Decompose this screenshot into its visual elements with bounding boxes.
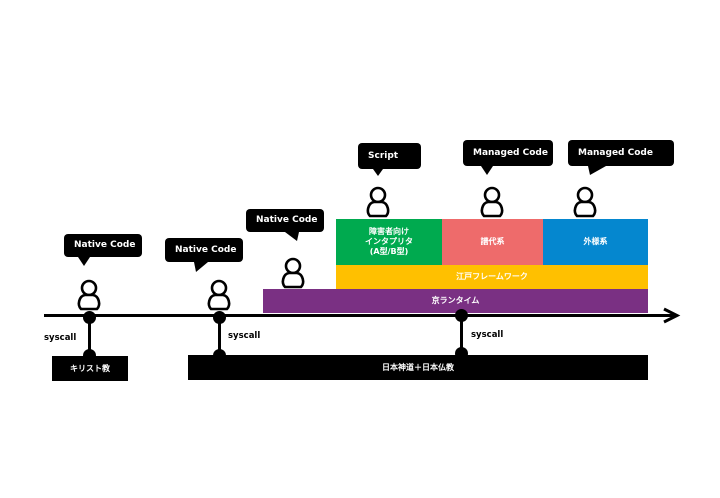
person-icon <box>207 279 231 311</box>
block-edo-framework: 江戸フレームワーク <box>336 265 648 289</box>
block-kyo-runtime-label: 京ランタイム <box>431 296 480 305</box>
block-interpreter: 障害者向け インタプリタ (A型/B型) <box>336 219 442 265</box>
bubble-tail <box>373 169 383 176</box>
timeline-arrow <box>44 307 681 324</box>
person-icon <box>480 186 504 218</box>
connector-dot <box>213 349 226 362</box>
block-fudai-label: 譜代系 <box>480 237 505 246</box>
bubble-tail <box>285 232 299 241</box>
syscall-label: syscall <box>44 333 77 343</box>
bubble-text: Managed Code <box>473 147 548 158</box>
block-tozama-label: 外様系 <box>583 237 608 246</box>
connector-dot <box>83 349 96 362</box>
syscall-label: syscall <box>471 330 504 340</box>
block-shinto-buddhism-label: 日本神道＋日本仏教 <box>382 362 454 372</box>
bubble-text: Native Code <box>175 244 237 255</box>
bubble-native-code-1: Native Code <box>64 234 142 257</box>
block-edo-framework-label: 江戸フレームワーク <box>456 272 528 281</box>
syscall-connector <box>88 316 91 356</box>
bubble-text: Managed Code <box>578 147 653 158</box>
person-icon <box>573 186 597 218</box>
bubble-managed-code-1: Managed Code <box>463 140 553 166</box>
block-tozama: 外様系 <box>543 219 648 265</box>
bubble-tail <box>481 166 493 175</box>
bubble-managed-code-2: Managed Code <box>568 140 674 166</box>
block-fudai: 譜代系 <box>442 219 543 265</box>
block-shinto-buddhism: 日本神道＋日本仏教 <box>188 355 648 380</box>
block-interpreter-label: 障害者向け インタプリタ (A型/B型) <box>365 227 413 256</box>
bubble-text: Native Code <box>74 240 136 250</box>
bubble-tail <box>78 257 90 266</box>
person-icon <box>77 279 101 311</box>
connector-dot <box>455 347 468 360</box>
bubble-script: Script <box>358 143 421 169</box>
person-icon <box>281 257 305 289</box>
bubble-text: Native Code <box>256 215 318 225</box>
bubble-tail <box>194 262 208 272</box>
bubble-tail <box>588 166 606 175</box>
person-icon <box>366 186 390 218</box>
syscall-connector <box>218 316 221 356</box>
bubble-text: Script <box>368 150 399 161</box>
bubble-native-code-2: Native Code <box>165 238 243 262</box>
block-christianity-label: キリスト教 <box>70 363 110 373</box>
syscall-connector <box>460 314 463 354</box>
bubble-native-code-3: Native Code <box>246 209 324 232</box>
syscall-label: syscall <box>228 331 261 341</box>
block-kyo-runtime: 京ランタイム <box>263 289 648 313</box>
